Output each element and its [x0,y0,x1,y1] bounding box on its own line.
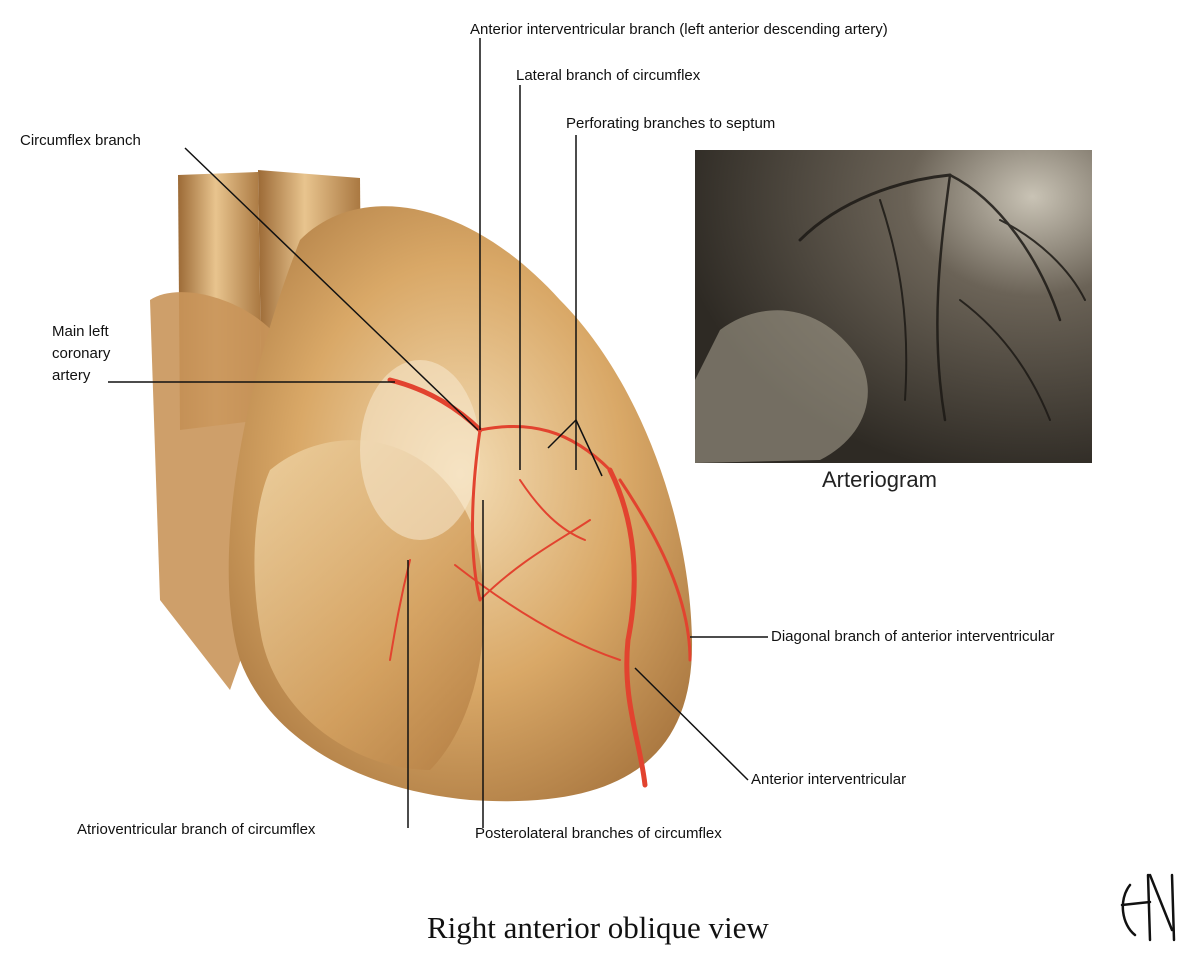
label-anterior-interventricular: Anterior interventricular [751,771,906,788]
label-anterior-interventricular-branch: Anterior interventricular branch (left a… [470,21,888,38]
label-perforating-branches: Perforating branches to septum [566,115,775,132]
label-atrioventricular-branch: Atrioventricular branch of circumflex [77,821,315,838]
label-main-left-coronary-line1: Main left [52,323,109,340]
label-lateral-branch-circumflex: Lateral branch of circumflex [516,67,700,84]
label-posterolateral-branches: Posterolateral branches of circumflex [475,825,722,842]
label-circumflex-branch: Circumflex branch [20,132,141,149]
label-diagonal-branch: Diagonal branch of anterior interventric… [771,628,1054,645]
figure-caption: Right anterior oblique view [427,910,769,946]
arteriogram-image [695,150,1092,463]
artist-signature [1122,875,1174,940]
label-main-left-coronary-line2: coronary [52,345,110,362]
label-main-left-coronary-line3: artery [52,367,90,384]
arteriogram-caption: Arteriogram [822,467,937,493]
